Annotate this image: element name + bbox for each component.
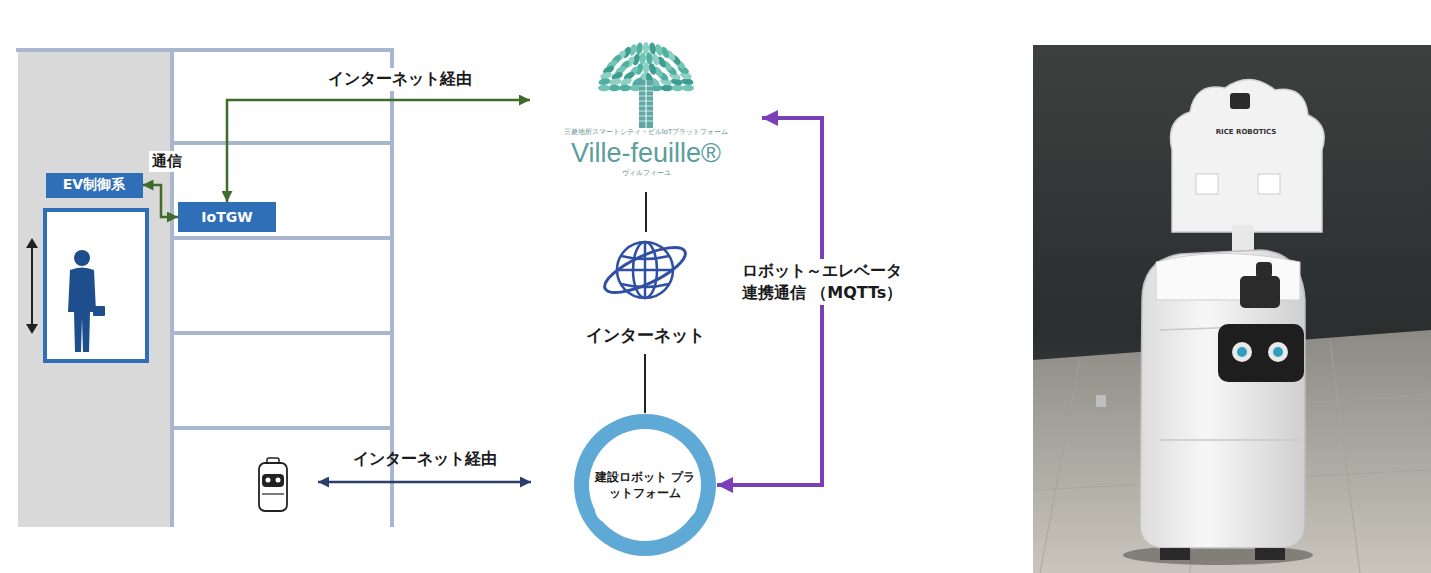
robot-platform-circle: 建設ロボット プラットフォーム [573,413,717,557]
network-line [645,192,647,232]
robot-icon [259,458,287,511]
edge-label: インターネット経由 [325,68,475,91]
building-frame [16,50,394,527]
platform-logo: 三菱地所スマートシティ・ビルIoTプラットフォーム Ville-feuille®ヴ… [530,40,762,192]
node-text: インターネット [586,324,705,347]
gateway-box: IoTGW [178,202,276,232]
logo-wordmark: Ville-feuille® [571,138,721,169]
node-text: IoTGW [201,209,252,225]
edge-label: 通信 [149,151,185,172]
elevator-shaft [18,50,172,527]
node-text: 建設ロボット プラットフォーム [593,469,697,501]
elevator-car [45,210,147,361]
signal-link [143,185,179,217]
up-down-arrow [26,238,38,334]
node-text: EV制御系 [63,176,125,194]
logo-tagline: 三菱地所スマートシティ・ビルIoTプラットフォーム [564,128,729,136]
tree-logo [530,40,762,130]
control-box: EV制御系 [46,173,143,198]
internet-node: インターネット [580,232,710,354]
edge-label: ロボット～エレベータ 連携通信 （MQTTs） [734,259,910,304]
robot-photo [1033,45,1431,573]
person-figure [68,250,105,352]
internet-link [227,100,530,202]
logo-reading: ヴィルフィーユ [622,169,671,177]
platform-ring [573,413,717,557]
building-section [16,50,394,527]
globe-icon [580,232,710,312]
brand-mark: RICE ROBOTICS [1216,128,1277,136]
robot-link-arrow [318,481,531,484]
network-line [644,354,646,413]
link-label: インターネット経由 [353,449,497,470]
